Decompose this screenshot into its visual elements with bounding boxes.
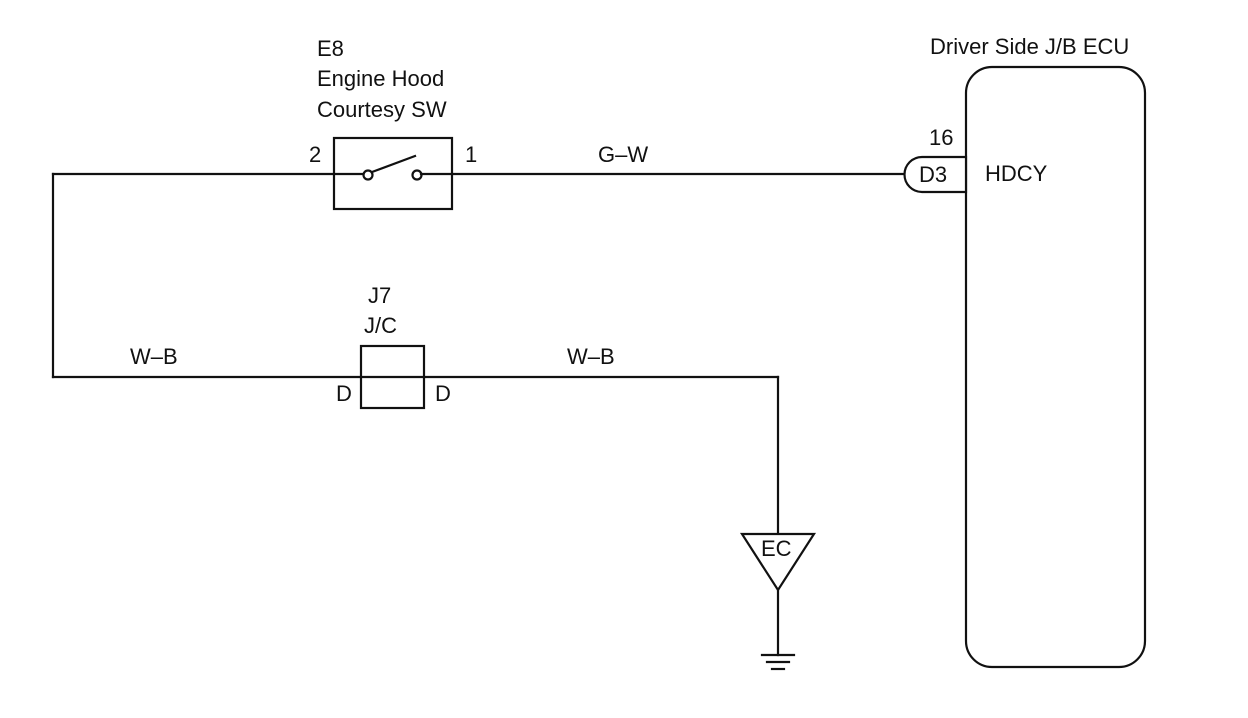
switch-blade [370, 154, 417, 174]
ecu-title: Driver Side J/B ECU [930, 34, 1129, 59]
wire-label-w-b-left: W–B [130, 344, 178, 369]
junction-pin-left: D [336, 381, 352, 406]
ecu-connector-label: D3 [919, 162, 947, 187]
switch-name-line1: Engine Hood [317, 66, 444, 91]
switch-contact-left [362, 169, 374, 181]
ecu-connector [903, 155, 968, 194]
wire-label-g-w: G–W [598, 142, 648, 167]
wire-label-w-b-right: W–B [567, 344, 615, 369]
junction-connector [359, 344, 426, 410]
ecu-pin-number: 16 [929, 125, 953, 150]
ground-triangle [739, 532, 817, 593]
junction-name: J/C [364, 313, 397, 338]
ground-label: EC [761, 536, 792, 561]
engine-hood-courtesy-switch [332, 136, 454, 211]
switch-pin-right: 1 [465, 142, 477, 167]
switch-code: E8 [317, 36, 344, 61]
ground-point [739, 532, 817, 671]
junction-code: J7 [368, 283, 391, 308]
ecu-connector-shell [903, 155, 968, 194]
switch-name-line2: Courtesy SW [317, 97, 447, 122]
ecu-body [964, 65, 1147, 669]
ecu-terminal: HDCY [985, 161, 1048, 186]
switch-pin-left: 2 [309, 142, 321, 167]
junction-pin-right: D [435, 381, 451, 406]
